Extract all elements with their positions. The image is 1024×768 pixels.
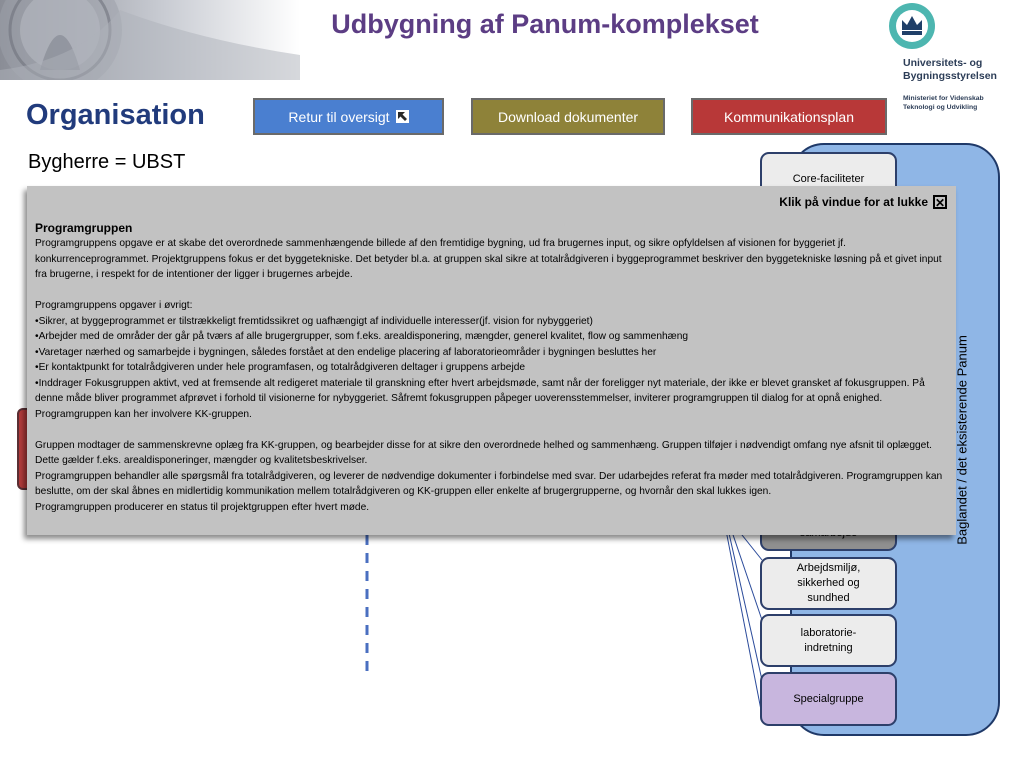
popup-title: Programgruppen	[35, 221, 133, 235]
seal-header-image	[0, 0, 300, 80]
close-icon[interactable]: ✕	[933, 195, 947, 210]
download-button-label: Download dokumenter	[497, 108, 639, 125]
panel-vertical-label: Baglandet / det eksisterende Panum	[954, 335, 970, 545]
box-work-environment-label: Arbejdsmiljø, sikkerhed og sundhed	[796, 562, 861, 604]
section-title: Organisation	[26, 99, 205, 131]
connector-lines	[723, 520, 763, 716]
box-lab-layout-label: laboratorie- indretning	[800, 626, 857, 654]
back-to-overview-button[interactable]: Retur til oversigt	[253, 98, 444, 135]
page-title: Udbygning af Panum-komplekset	[331, 9, 759, 39]
back-button-label: Retur til oversigt	[288, 108, 390, 125]
close-popup[interactable]: Klik på vindue for at lukke ✕	[779, 195, 947, 210]
close-label: Klik på vindue for at lukke	[779, 195, 928, 209]
box-lab-layout[interactable]: laboratorie- indretning	[760, 614, 897, 667]
box-special-group-label: Specialgruppe	[793, 692, 864, 705]
logo-subtitle: Ministeriet for Videnskab Teknologi og U…	[903, 95, 984, 111]
comm-button-label: Kommunikationsplan	[724, 108, 854, 125]
box-work-environment[interactable]: Arbejdsmiljø, sikkerhed og sundhed	[760, 557, 897, 610]
logo-name: Universitets- og Bygningsstyrelsen	[903, 57, 997, 82]
box-core-facilities-label: Core-faciliteter	[792, 173, 865, 185]
box-special-group[interactable]: Specialgruppe	[760, 672, 897, 726]
info-popup[interactable]: Klik på vindue for at lukke ✕ Programgru…	[27, 186, 956, 535]
communication-plan-button[interactable]: Kommunikationsplan	[691, 98, 887, 135]
crown-emblem-icon	[889, 3, 935, 49]
bygherre-label: Bygherre = UBST	[28, 151, 186, 173]
ubst-logo: Universitets- og Bygningsstyrelsen Minis…	[878, 2, 1024, 114]
arrow-up-left-icon	[395, 110, 409, 123]
popup-body: Programgruppens opgave er at skabe det o…	[35, 238, 943, 513]
dashed-connector	[365, 535, 369, 675]
download-documents-button[interactable]: Download dokumenter	[471, 98, 665, 135]
